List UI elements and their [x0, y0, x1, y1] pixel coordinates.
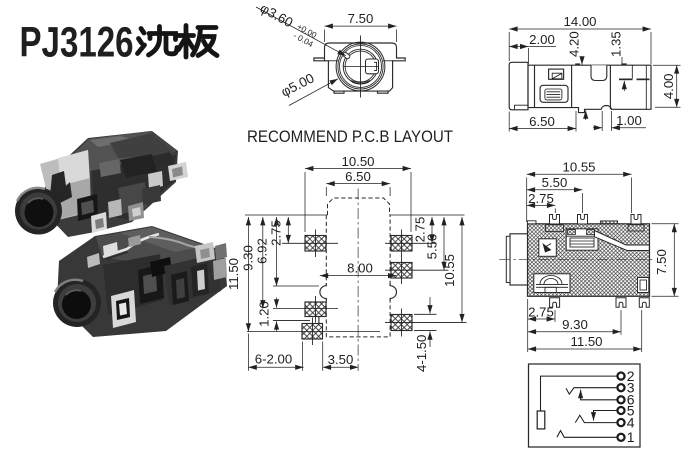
- svg-text:5.50: 5.50: [425, 234, 440, 260]
- svg-text:2.75: 2.75: [412, 217, 427, 243]
- svg-text:6.50: 6.50: [345, 169, 371, 184]
- svg-text:7.50: 7.50: [654, 249, 669, 275]
- svg-text:2.75: 2.75: [528, 304, 554, 319]
- svg-text:2.00: 2.00: [529, 32, 555, 47]
- svg-text:RECOMMEND P.C.B LAYOUT: RECOMMEND P.C.B LAYOUT: [247, 128, 453, 146]
- svg-text:4-1.50: 4-1.50: [414, 335, 429, 372]
- svg-text:1.20: 1.20: [257, 301, 272, 327]
- svg-text:10.55: 10.55: [562, 160, 595, 175]
- svg-text:2: 2: [627, 368, 635, 384]
- svg-text:7.50: 7.50: [348, 11, 374, 26]
- svg-text:4.00: 4.00: [661, 73, 676, 99]
- svg-text:4: 4: [627, 415, 635, 431]
- svg-text:2.75: 2.75: [528, 191, 554, 206]
- svg-text:4.20: 4.20: [567, 31, 582, 57]
- svg-text:10.50: 10.50: [341, 154, 374, 169]
- svg-text:10.55: 10.55: [442, 254, 457, 287]
- svg-text:6.92: 6.92: [255, 238, 270, 264]
- svg-text:6-2.00: 6-2.00: [255, 351, 292, 366]
- svg-text:11.50: 11.50: [570, 334, 602, 349]
- svg-text:5: 5: [627, 402, 635, 418]
- svg-text:3.50: 3.50: [328, 352, 354, 367]
- svg-text:2.75: 2.75: [269, 220, 284, 246]
- svg-text:9.30: 9.30: [241, 245, 256, 271]
- svg-text:6.50: 6.50: [529, 114, 555, 129]
- svg-text:1.35: 1.35: [609, 31, 624, 57]
- svg-text:14.00: 14.00: [563, 14, 596, 29]
- svg-text:1.00: 1.00: [616, 113, 642, 128]
- svg-text:1: 1: [627, 429, 635, 445]
- svg-text:8.00: 8.00: [347, 261, 373, 276]
- svg-text:PJ3126: PJ3126: [20, 20, 134, 67]
- svg-text:5.50: 5.50: [542, 175, 568, 190]
- svg-text:6: 6: [627, 392, 635, 408]
- svg-text:11.50: 11.50: [226, 258, 241, 290]
- svg-text:3: 3: [627, 380, 635, 396]
- svg-text:φ3.60: φ3.60: [258, 0, 296, 30]
- svg-text:φ5.00: φ5.00: [279, 70, 317, 99]
- svg-text:9.30: 9.30: [562, 317, 588, 332]
